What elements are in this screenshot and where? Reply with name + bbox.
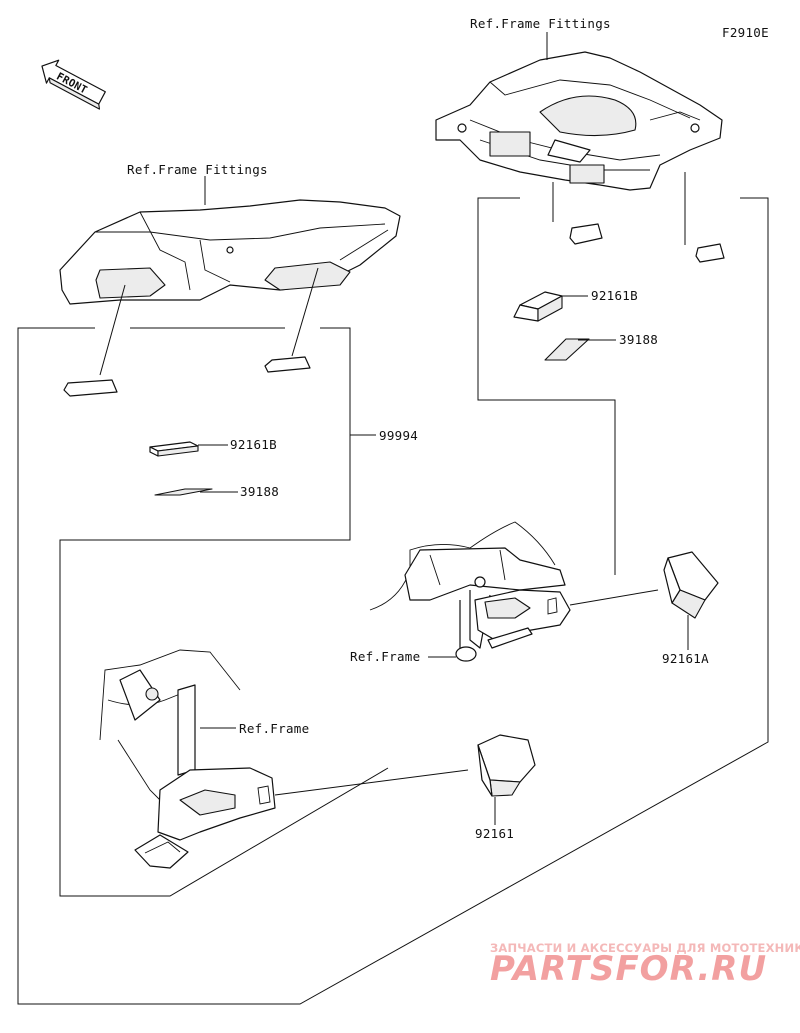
diagram-code: F2910E [722,25,769,40]
right-92161B-pad-icon [513,291,563,322]
part-92161A-block-icon [663,551,719,619]
right-39188-sheet-icon [544,338,590,361]
upper-right-pad-icon [569,223,603,245]
ref-frame-lower-label: Ref.Frame [239,721,309,736]
watermark-caption: ЗАПЧАСТИ И АКСЕССУАРЫ ДЛЯ МОТОТЕХНИКИ [490,941,800,955]
leader-line [291,267,319,357]
left-39188-sheet-icon [154,488,213,496]
lower-frame-bracket-drawing [99,649,276,869]
ref-frame-upper-label: Ref.Frame [350,649,420,664]
right-rubber-pad-icon [264,356,311,373]
part-99994-label: 99994 [379,428,418,443]
left-39188-label: 39188 [240,484,279,499]
watermark-logo: PARTSFOR.RU [490,949,767,989]
right-39188-label: 39188 [619,332,658,347]
left-rubber-pad-icon [63,379,118,397]
ref-frame-fittings-left-label: Ref.Frame Fittings [127,162,268,177]
left-92161B-label: 92161B [230,437,277,452]
part-92161-block-icon [477,734,536,797]
part-92161A-label: 92161A [662,651,709,666]
leader-line [274,769,469,796]
kit-99994-boundary [17,197,769,1005]
right-92161B-label: 92161B [591,288,638,303]
front-frame-fitting-drawing [59,199,401,305]
front-arrow-icon: FRONT [41,59,106,110]
far-right-pad-icon [695,243,725,263]
part-92161-label: 92161 [475,826,514,841]
right-kit-boundary [477,197,616,575]
leader-line [569,589,659,606]
upper-frame-bracket-drawing [369,521,571,662]
ref-frame-fittings-top-label: Ref.Frame Fittings [470,16,611,31]
rear-frame-fitting-drawing [435,51,723,191]
leader-line [99,284,126,376]
left-92161B-pad-icon [149,441,199,457]
